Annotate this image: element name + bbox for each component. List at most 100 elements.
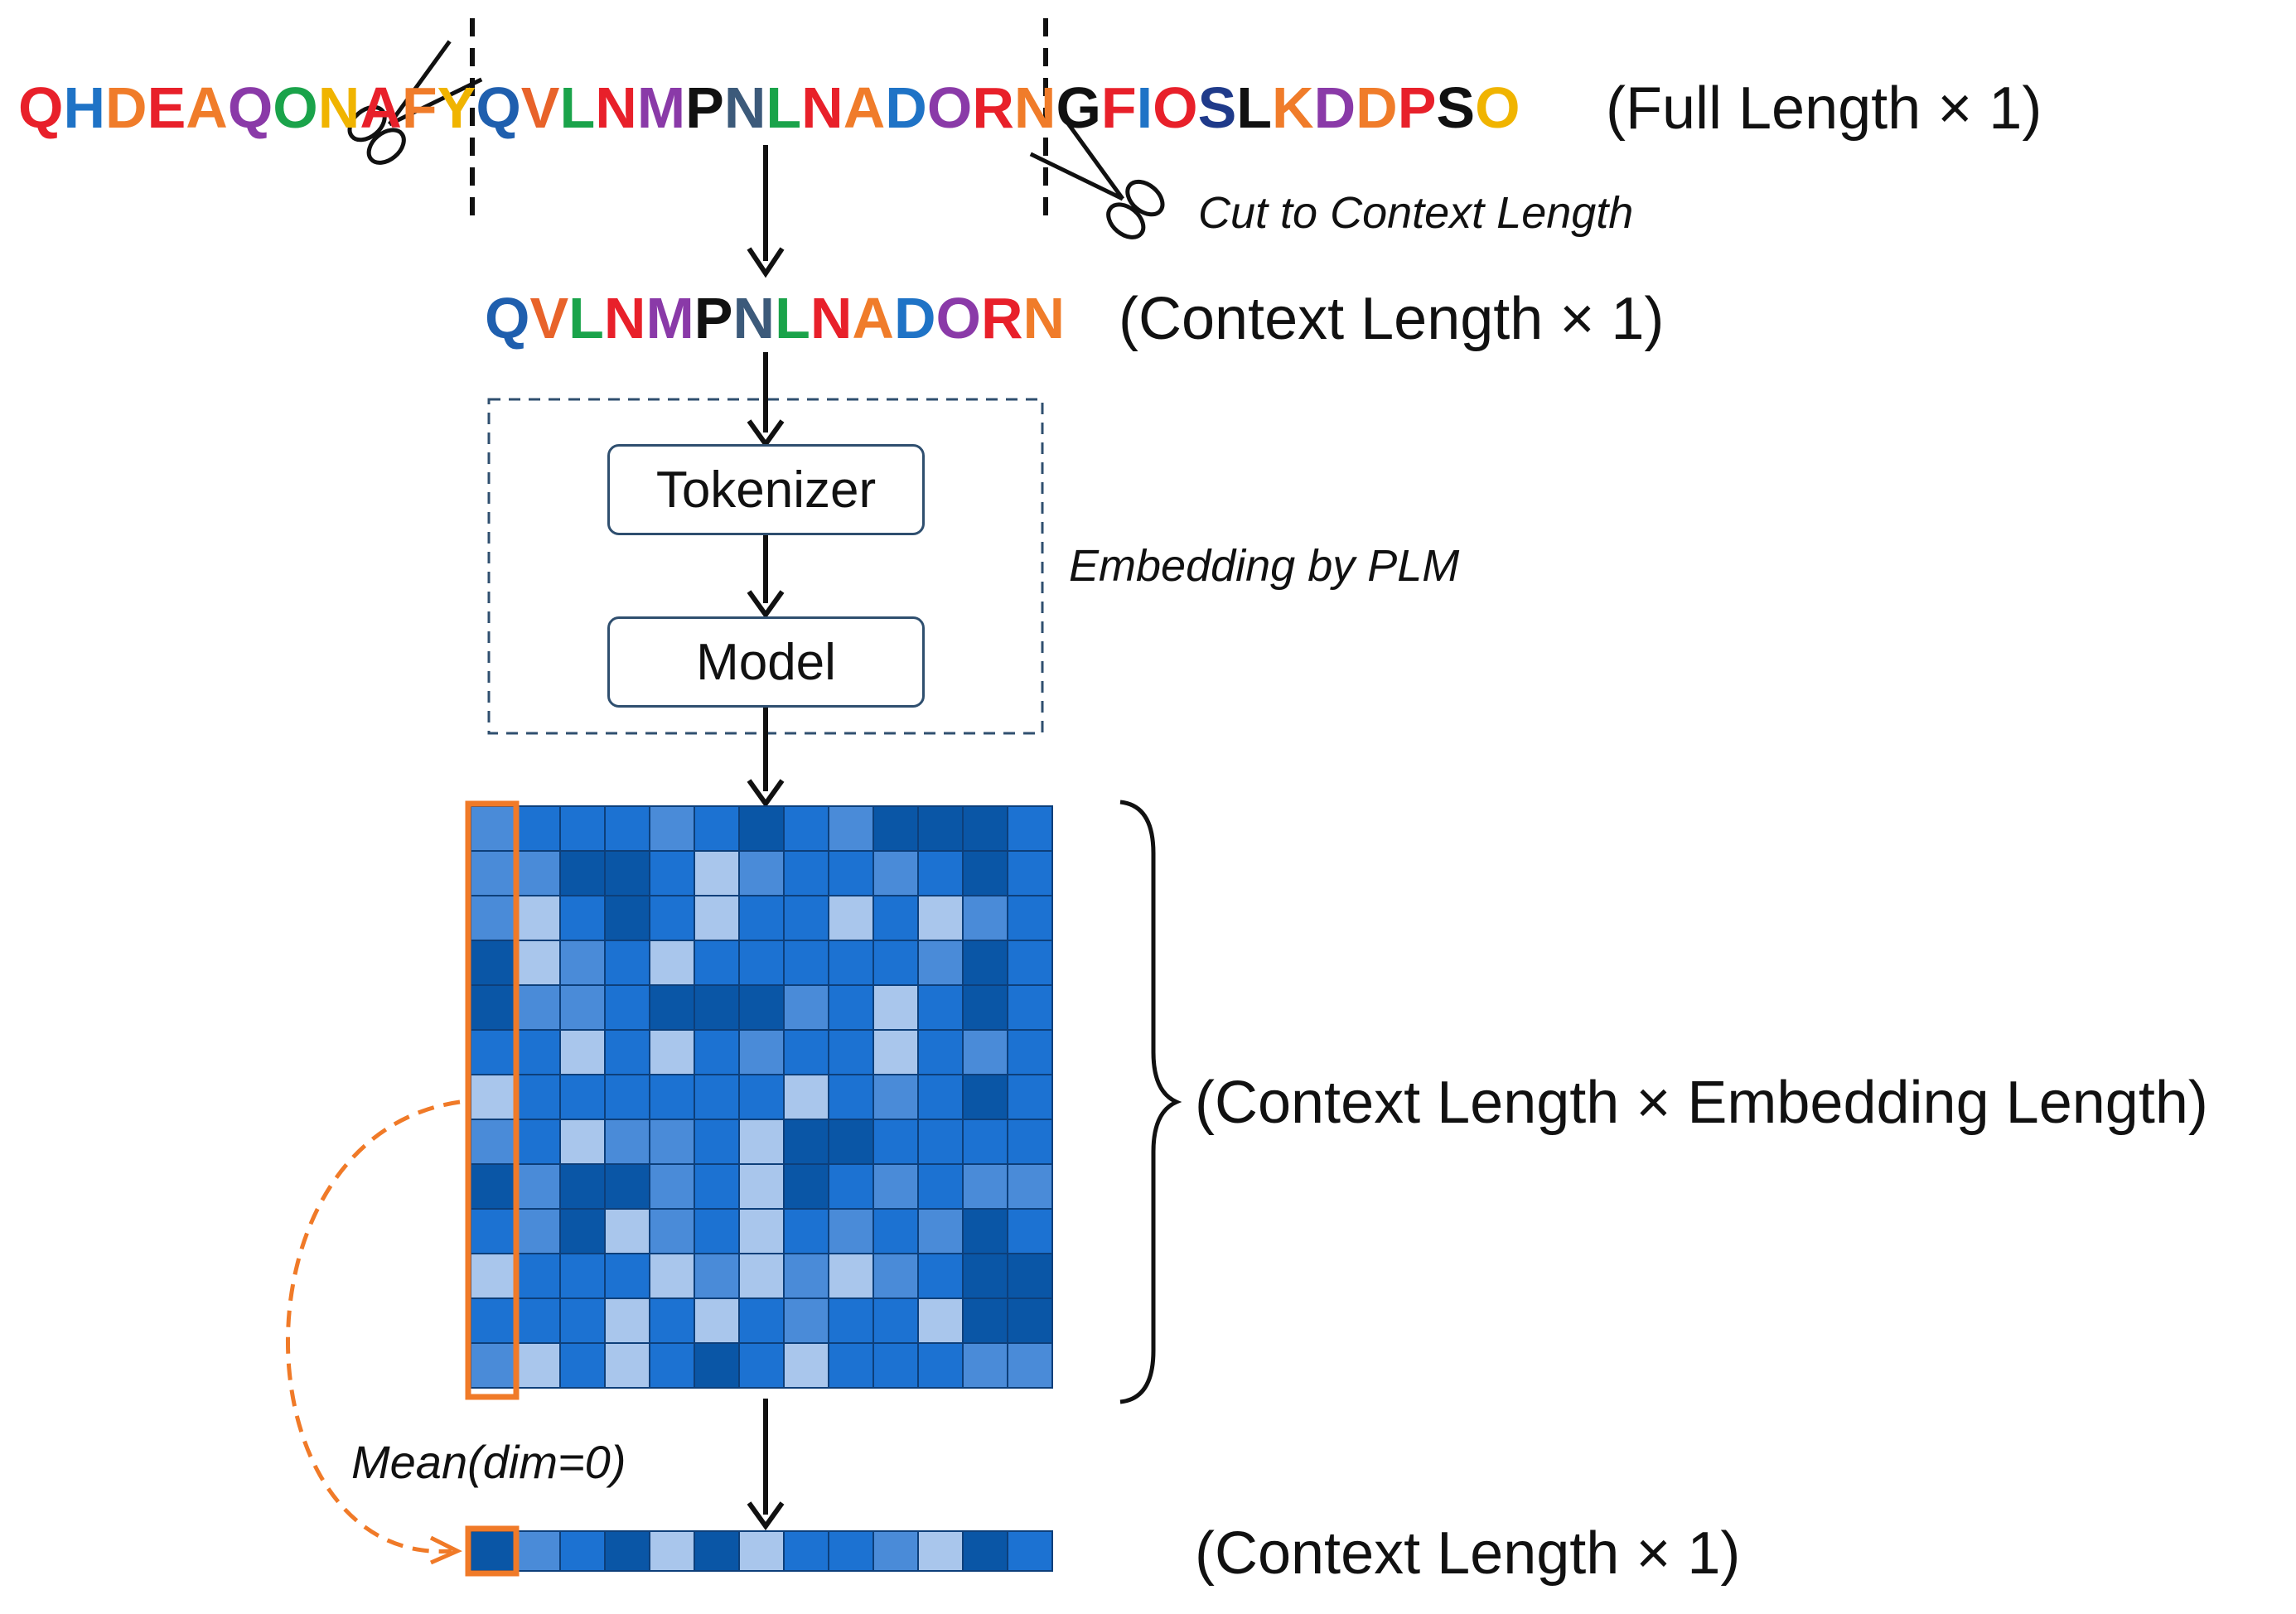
- matrix-cell: [470, 1029, 516, 1075]
- matrix-cell: [828, 805, 874, 852]
- matrix-cell: [1007, 984, 1053, 1031]
- matrix-cell: [738, 940, 785, 986]
- full-sequence-residue: V: [520, 75, 560, 140]
- vector-cell: [470, 1530, 516, 1572]
- full-sequence-residue: H: [63, 75, 106, 140]
- full-sequence-residue: L: [766, 75, 802, 140]
- matrix-cell: [738, 1119, 785, 1165]
- model-box: Model: [607, 616, 925, 708]
- matrix-cell: [515, 1253, 561, 1299]
- full-sequence-residue: I: [1136, 75, 1153, 140]
- matrix-cell: [962, 850, 1008, 896]
- matrix-cell: [604, 1029, 650, 1075]
- matrix-cell: [649, 850, 695, 896]
- matrix-cell: [962, 1119, 1008, 1165]
- full-sequence-residue: N: [1013, 75, 1056, 140]
- matrix-cell: [783, 1119, 829, 1165]
- matrix-cell: [962, 984, 1008, 1031]
- vector-cell: [783, 1530, 829, 1572]
- context-sequence-residue: L: [568, 286, 604, 350]
- vector-cell: [1007, 1530, 1053, 1572]
- matrix-cell: [783, 1163, 829, 1210]
- matrix-cell: [559, 1253, 606, 1299]
- matrix-cell: [604, 1297, 650, 1344]
- highlight-column: [465, 800, 520, 1400]
- matrix-cell: [828, 1297, 874, 1344]
- matrix-cell: [649, 1342, 695, 1389]
- full-sequence-residue: N: [595, 75, 637, 140]
- matrix-cell: [649, 895, 695, 941]
- matrix-cell: [694, 1253, 740, 1299]
- matrix-cell: [604, 895, 650, 941]
- highlight-output-cell: [465, 1525, 520, 1577]
- matrix-cell: [917, 805, 964, 852]
- matrix-cell: [1007, 1074, 1053, 1120]
- matrix-cell: [783, 940, 829, 986]
- matrix-cell: [783, 1074, 829, 1120]
- matrix-cell: [872, 805, 919, 852]
- full-sequence-residue: O: [1153, 75, 1198, 140]
- matrix-cell: [738, 1297, 785, 1344]
- full-sequence-residue: O: [273, 75, 318, 140]
- matrix-cell: [1007, 850, 1053, 896]
- matrix-cell: [515, 805, 561, 852]
- context-sequence-residue: P: [694, 286, 733, 350]
- matrix-cell: [1007, 1342, 1053, 1389]
- matrix-cell: [604, 1253, 650, 1299]
- matrix-cell: [515, 1163, 561, 1210]
- matrix-cell: [604, 850, 650, 896]
- matrix-cell: [604, 1074, 650, 1120]
- full-sequence-residue: D: [885, 75, 927, 140]
- matrix-cell: [515, 1074, 561, 1120]
- matrix-cell: [828, 1029, 874, 1075]
- matrix-cell: [515, 1342, 561, 1389]
- full-sequence-residue: N: [317, 75, 360, 140]
- matrix-cell: [559, 1208, 606, 1254]
- matrix-cell: [783, 850, 829, 896]
- matrix-cell: [649, 1074, 695, 1120]
- matrix-cell: [694, 1208, 740, 1254]
- matrix-cell: [872, 1208, 919, 1254]
- full-sequence-residue: O: [1475, 75, 1520, 140]
- matrix-cell: [559, 1119, 606, 1165]
- matrix-cell: [1007, 895, 1053, 941]
- matrix-cell: [604, 1119, 650, 1165]
- matrix-cell: [694, 895, 740, 941]
- scissors-icon: [347, 40, 483, 165]
- matrix-cell: [604, 1208, 650, 1254]
- matrix-cell: [962, 805, 1008, 852]
- matrix-cell: [694, 1297, 740, 1344]
- matrix-cell: [872, 895, 919, 941]
- matrix-cell: [917, 1297, 964, 1344]
- full-sequence-residue: D: [1313, 75, 1356, 140]
- matrix-cell: [872, 1253, 919, 1299]
- matrix-cell: [604, 1342, 650, 1389]
- full-sequence-residue: R: [972, 75, 1014, 140]
- context-sequence-residue: O: [935, 286, 981, 350]
- context-sequence-residue: L: [775, 286, 810, 350]
- matrix-cell: [559, 1163, 606, 1210]
- matrix-cell: [470, 1119, 516, 1165]
- vector-cell: [962, 1530, 1008, 1572]
- matrix-cell: [828, 1163, 874, 1210]
- context-sequence: QVLNMPNLNADORN: [485, 285, 1065, 351]
- context-sequence-residue: R: [980, 286, 1023, 350]
- matrix-cell: [917, 895, 964, 941]
- matrix-cell: [470, 850, 516, 896]
- matrix-cell: [559, 1297, 606, 1344]
- matrix-cell: [738, 1253, 785, 1299]
- curly-brace: [1119, 800, 1182, 1404]
- full-sequence-residue: Q: [18, 75, 64, 140]
- matrix-cell: [962, 1297, 1008, 1344]
- matrix-cell: [828, 984, 874, 1031]
- matrix-cell: [470, 895, 516, 941]
- matrix-shape-label: (Context Length × Embedding Length): [1195, 1070, 2208, 1136]
- matrix-cell: [515, 895, 561, 941]
- matrix-cell: [872, 1297, 919, 1344]
- matrix-cell: [1007, 1253, 1053, 1299]
- matrix-cell: [559, 940, 606, 986]
- output-vector: [470, 1530, 1053, 1572]
- matrix-cell: [872, 1074, 919, 1120]
- matrix-cell: [917, 1253, 964, 1299]
- full-sequence-residue: M: [636, 75, 686, 140]
